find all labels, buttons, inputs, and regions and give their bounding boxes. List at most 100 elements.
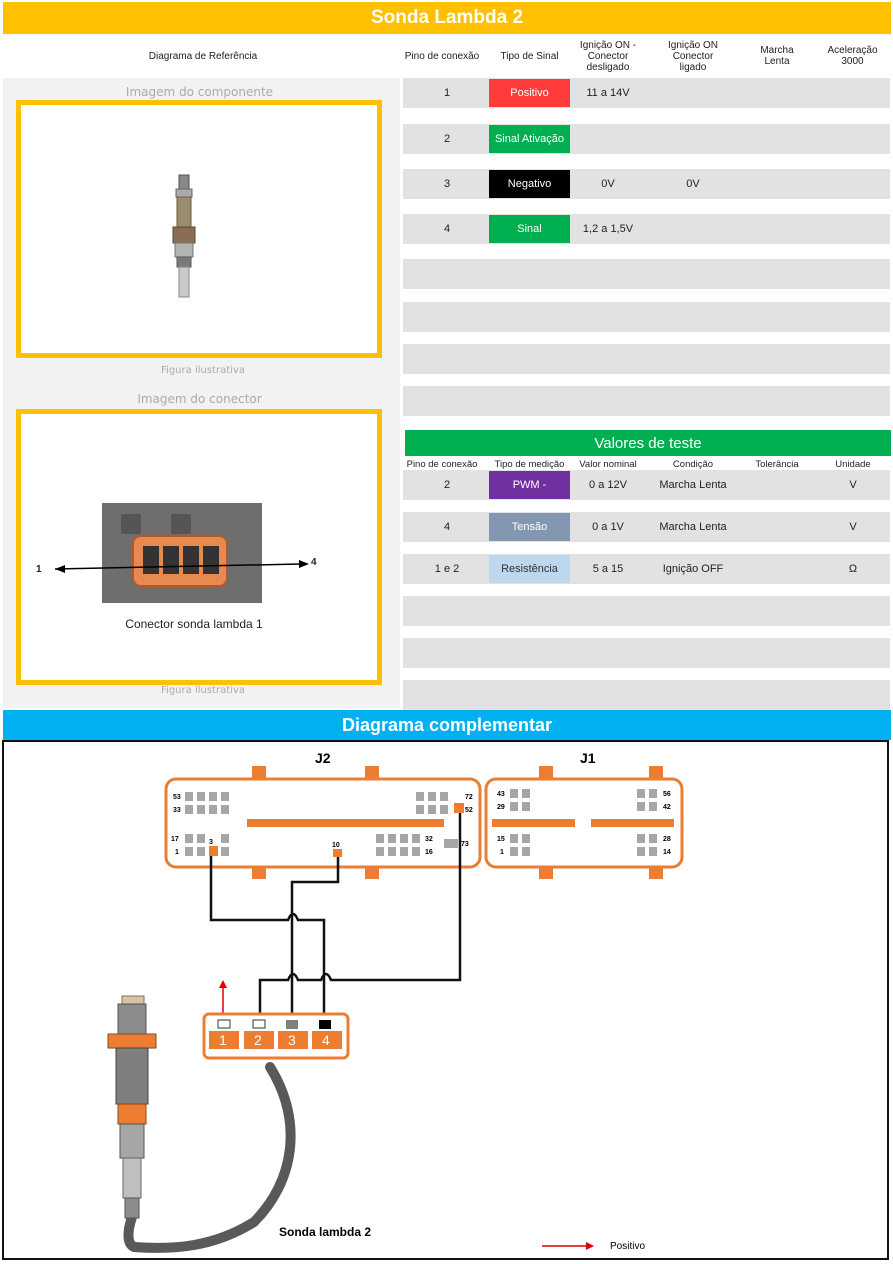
svg-text:33: 33 bbox=[173, 807, 181, 814]
pin-number: 3 bbox=[443, 178, 451, 190]
connector-label: Conector sonda lambda 1 bbox=[125, 617, 263, 631]
empty-row bbox=[403, 638, 890, 668]
test-condition: Marcha Lenta bbox=[659, 521, 727, 533]
test-header-nominal: Valor nominal bbox=[579, 459, 637, 470]
empty-row bbox=[403, 259, 890, 289]
svg-text:73: 73 bbox=[461, 841, 469, 848]
figure-caption-2: Figura ilustrativa bbox=[161, 685, 245, 696]
test-pin: 2 bbox=[443, 479, 451, 491]
wires bbox=[209, 813, 462, 1014]
test-row: 2 PWM - 0 a 12V Marcha Lenta V bbox=[403, 470, 890, 500]
header-accel: Aceleração 3000 bbox=[827, 45, 878, 67]
header-idle: Marcha Lenta bbox=[760, 45, 794, 67]
empty-row bbox=[403, 680, 890, 710]
header-ignition-off: Ignição ON - Conector desligado bbox=[579, 39, 637, 73]
empty-row bbox=[403, 596, 890, 626]
ignition-on-value bbox=[658, 214, 728, 244]
svg-text:17: 17 bbox=[171, 836, 179, 843]
test-nominal: 5 a 15 bbox=[592, 563, 624, 575]
connector-photo bbox=[54, 503, 309, 603]
test-row: 1 e 2 Resistência 5 a 15 Ignição OFF Ω bbox=[403, 554, 890, 584]
pin-row: 4 Sinal 1,2 a 1,5V bbox=[403, 214, 890, 244]
ignition-on-value bbox=[658, 78, 728, 108]
arrow-label-4: 4 bbox=[311, 557, 317, 568]
pin-row: 1 Positivo 11 a 14V bbox=[403, 78, 890, 108]
test-condition: Ignição OFF bbox=[662, 563, 724, 575]
test-header-unit: Unidade bbox=[835, 459, 871, 470]
empty-row bbox=[403, 386, 890, 416]
signal-badge: Negativo bbox=[489, 170, 570, 198]
arrow-label-1: 1 bbox=[36, 564, 42, 575]
svg-text:28: 28 bbox=[663, 836, 671, 843]
ignition-off-value: 0V bbox=[601, 178, 615, 190]
component-frame bbox=[16, 100, 382, 358]
legend-positive bbox=[542, 1242, 594, 1250]
pin-row: 2 Sinal Ativação bbox=[403, 124, 890, 154]
svg-text:52: 52 bbox=[465, 807, 473, 814]
pin-number: 1 bbox=[443, 87, 451, 99]
svg-text:4: 4 bbox=[322, 1032, 330, 1048]
svg-text:43: 43 bbox=[497, 791, 505, 798]
pin-number: 4 bbox=[443, 223, 451, 235]
svg-text:53: 53 bbox=[173, 794, 181, 801]
diagram-title: Diagrama complementar bbox=[3, 710, 891, 740]
ignition-on-value: 0V bbox=[686, 178, 700, 190]
lambda-sensor-image bbox=[172, 174, 196, 298]
test-header-pin: Pino de conexão bbox=[406, 459, 478, 470]
ignition-off-value bbox=[574, 124, 642, 154]
svg-text:3: 3 bbox=[209, 839, 213, 846]
empty-row bbox=[403, 344, 890, 374]
svg-text:42: 42 bbox=[663, 804, 671, 811]
sensor-cable bbox=[123, 1062, 296, 1253]
signal-badge: Sinal Ativação bbox=[489, 125, 570, 153]
legend-label: Positivo bbox=[610, 1241, 645, 1252]
header-pin: Pino de conexão bbox=[404, 50, 480, 62]
test-pin: 4 bbox=[443, 521, 451, 533]
test-header-tolerance: Tolerância bbox=[755, 459, 799, 470]
svg-text:14: 14 bbox=[663, 849, 671, 856]
test-condition: Marcha Lenta bbox=[659, 479, 727, 491]
test-header-condition: Condição bbox=[672, 459, 714, 470]
ignition-off-value: 11 a 14V bbox=[586, 87, 630, 99]
component-caption: Imagem do componente bbox=[125, 85, 274, 99]
page-title: Sonda Lambda 2 bbox=[3, 2, 891, 34]
signal-badge: Positivo bbox=[489, 79, 570, 107]
svg-text:29: 29 bbox=[497, 804, 505, 811]
j1-connector bbox=[484, 766, 684, 879]
svg-text:72: 72 bbox=[465, 794, 473, 801]
svg-text:3: 3 bbox=[288, 1032, 296, 1048]
lambda-sensor-drawing bbox=[107, 995, 157, 1219]
test-header-measure: Tipo de medição bbox=[494, 459, 565, 470]
pin-number: 2 bbox=[443, 133, 451, 145]
svg-text:2: 2 bbox=[254, 1032, 262, 1048]
test-values-title: Valores de teste bbox=[405, 430, 891, 456]
svg-text:15: 15 bbox=[497, 836, 505, 843]
signal-badge: Sinal bbox=[489, 215, 570, 243]
figure-caption-1: Figura ilustrativa bbox=[161, 365, 245, 376]
harness-connector bbox=[202, 1012, 350, 1060]
test-unit: V bbox=[849, 479, 857, 491]
ignition-on-value bbox=[658, 124, 728, 154]
test-nominal: 0 a 1V bbox=[592, 521, 624, 533]
j2-label: J2 bbox=[315, 750, 331, 766]
svg-text:10: 10 bbox=[332, 842, 340, 849]
header-ref: Diagrama de Referência bbox=[148, 50, 258, 62]
svg-text:1: 1 bbox=[175, 849, 179, 856]
svg-text:16: 16 bbox=[425, 849, 433, 856]
svg-text:1: 1 bbox=[500, 849, 504, 856]
pin-row: 3 Negativo 0V 0V bbox=[403, 169, 890, 199]
sensor-label: Sonda lambda 2 bbox=[279, 1225, 371, 1239]
header-ignition-on: Ignição ON Conector ligado bbox=[667, 39, 719, 73]
test-nominal: 0 a 12V bbox=[589, 479, 627, 491]
connector-frame bbox=[16, 409, 382, 685]
j2-connector bbox=[164, 766, 482, 879]
wiring-diagram-svg: J2 53 33 17 1 72 52 73 32 16 10 3 bbox=[107, 750, 684, 1253]
measure-badge: PWM - bbox=[489, 471, 570, 499]
svg-text:32: 32 bbox=[425, 836, 433, 843]
svg-text:56: 56 bbox=[663, 791, 671, 798]
measure-badge: Resistência bbox=[489, 555, 570, 583]
empty-row bbox=[403, 302, 890, 332]
test-pin: 1 e 2 bbox=[434, 563, 460, 575]
j1-label: J1 bbox=[580, 750, 596, 766]
test-unit: Ω bbox=[848, 563, 858, 575]
